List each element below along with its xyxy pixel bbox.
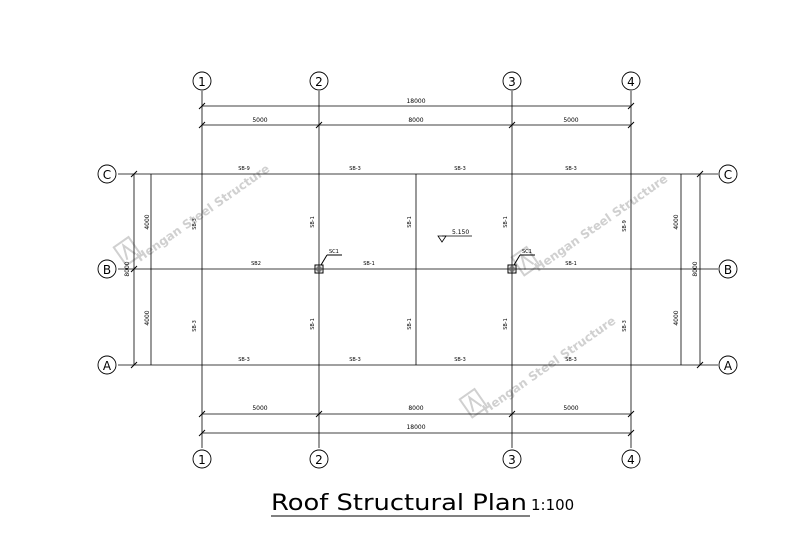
beam-label-lower-1: SB-3 [192,320,198,332]
grid-label-1-top: 1 [198,75,206,89]
dim-tick [198,410,206,418]
beam-label-b-1: SB2 [251,261,261,267]
grid-bubble-c-right [718,164,738,184]
dim-tick [315,121,323,129]
dim-tick [627,102,635,110]
dim-right-total: 8000 [692,261,699,276]
grid-label-a-left: A [103,359,112,373]
beam-label-upper-1: SB-3 [192,218,198,230]
beam-label-upper-5: SB-9 [622,220,628,232]
beam-label-upper-2: SB-1 [310,216,316,228]
dim-tick [696,170,704,178]
beam-label-a-1: SB-3 [238,357,250,363]
dim-left-lower: 4000 [144,310,151,325]
grid-bubble-a-right [718,355,738,375]
grid-label-b-left: B [103,263,111,277]
grid-bubble-1-bottom [192,449,212,469]
dim-span-bottom-2: 8000 [408,405,423,412]
dim-span-top-1: 5000 [252,117,267,124]
grid-bubble-b-right [718,259,738,279]
grid-bubble-2-top [309,71,329,91]
beam-label-b-2: SB-1 [363,261,375,267]
grid-bubble-b-left [97,259,117,279]
elevation-label: 5.150 [452,229,469,236]
grid-label-3-top: 3 [508,75,516,89]
dim-right-lower: 4000 [673,310,680,325]
dim-tick [198,121,206,129]
beam-label-a-2: SB-3 [349,357,361,363]
dim-span-bottom-3: 5000 [563,405,578,412]
beam-label-lower-3: SB-1 [407,318,413,330]
grid-bubble-3-bottom [502,449,522,469]
dim-tick [130,361,138,369]
grid-label-4-top: 4 [627,75,635,89]
beam-label-a-4: SB-3 [565,357,577,363]
beam-label-upper-4: SB-1 [503,216,509,228]
grid-label-3-bottom: 3 [508,453,516,467]
plan-title: Roof Structural Plan [271,491,527,516]
beam-label-upper-3: SB-1 [407,216,413,228]
column-leader [320,254,328,266]
column-leader [513,254,521,266]
grid-label-a-right: A [724,359,733,373]
beam-label-lower-4: SB-1 [503,318,509,330]
beam-label-c-4: SB-3 [565,166,577,172]
elevation-marker-icon [437,235,472,243]
dim-total-top: 18000 [406,98,425,105]
dim-tick [198,102,206,110]
watermark-text: Hengan Steel Structure [134,162,273,265]
column-sc1-right [507,264,517,274]
dim-tick [508,121,516,129]
grid-label-2-bottom: 2 [315,453,323,467]
dim-left-total: 8000 [124,261,131,276]
dim-total-bottom: 18000 [406,424,425,431]
dim-tick [130,170,138,178]
dim-right-upper: 4000 [673,214,680,229]
grid-bubble-2-bottom [309,449,329,469]
grid-bubble-3-top [502,71,522,91]
beam-label-b-3: SB-1 [565,261,577,267]
beam-label-a-3: SB-3 [454,357,466,363]
grid-label-b-right: B [724,263,732,277]
grid-bubble-4-top [621,71,641,91]
column-label-right: SC1 [522,249,532,255]
beam-label-lower-5: SB-3 [622,320,628,332]
watermark: Hengan Steel Structure Hengan Steel Stru… [112,162,671,419]
grid-bubble-c-left [97,164,117,184]
grid-label-2-top: 2 [315,75,323,89]
dim-span-top-2: 8000 [408,117,423,124]
grid-label-4-bottom: 4 [627,453,635,467]
dim-tick [627,121,635,129]
grid-bubble-a-left [97,355,117,375]
watermark-text: Hengan Steel Structure [532,172,671,275]
dim-tick [627,410,635,418]
dim-tick [315,410,323,418]
dim-span-top-3: 5000 [563,117,578,124]
grid-label-1-bottom: 1 [198,453,206,467]
dim-tick [627,429,635,437]
beam-label-c-2: SB-3 [349,166,361,172]
grid-label-c-left: C [103,168,111,182]
dim-tick [696,361,704,369]
watermark-logo-icon [458,387,489,419]
plan-scale: 1:100 [531,496,574,514]
dim-tick [508,410,516,418]
grid-bubble-1-top [192,71,212,91]
column-label-left: SC1 [329,249,339,255]
beam-label-c-1: SB-9 [238,166,250,172]
column-sc1-left [314,264,324,274]
beam-label-c-3: SB-3 [454,166,466,172]
beam-label-lower-2: SB-1 [310,318,316,330]
dim-left-upper: 4000 [144,214,151,229]
grid-label-c-right: C [724,168,732,182]
dim-tick [130,265,138,273]
dim-span-bottom-1: 5000 [252,405,267,412]
grid-bubble-4-bottom [621,449,641,469]
dim-tick [198,429,206,437]
